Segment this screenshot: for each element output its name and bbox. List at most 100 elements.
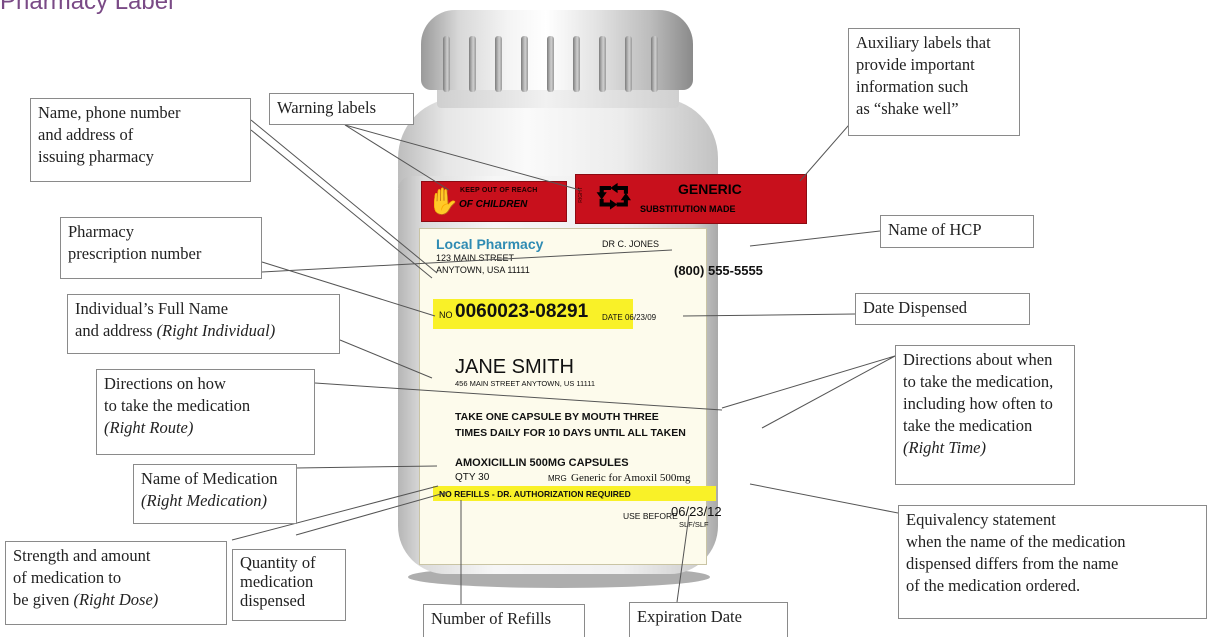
- callout-text: issuing pharmacy: [38, 147, 154, 166]
- callout-directions-how: Directions on how to take the medication…: [96, 369, 315, 455]
- callout-hcp: Name of HCP: [880, 215, 1034, 248]
- generic-line1: GENERIC: [678, 181, 742, 197]
- rx-number: 0060023-08291: [455, 301, 589, 322]
- leader-directions-when: [761, 355, 896, 429]
- use-before-label: USE BEFORE: [623, 511, 678, 521]
- rx-no-prefix: NO: [439, 310, 453, 320]
- mfg-label: MRG: [548, 474, 567, 483]
- bottle-shoulder: [398, 98, 718, 188]
- refills-highlight: [433, 486, 716, 501]
- callout-text: Directions on how: [104, 374, 226, 393]
- pharmacy-street: 123 MAIN STREET: [436, 253, 515, 263]
- callout-italic: (Right Time): [903, 438, 986, 457]
- quantity: QTY 30: [455, 472, 490, 483]
- callout-medication-name: Name of Medication (Right Medication): [133, 464, 297, 524]
- callout-text: medication: [240, 572, 314, 591]
- leader-hcp: [749, 230, 881, 247]
- callout-date-dispensed: Date Dispensed: [855, 293, 1030, 325]
- cap-rib: [521, 36, 528, 92]
- rx-number-highlight: [433, 299, 633, 329]
- callout-text: to take the medication: [104, 396, 251, 415]
- callout-strength: Strength and amount of medication to be …: [5, 541, 227, 625]
- cap-rib: [547, 36, 554, 92]
- leader-rx-phone: [261, 249, 673, 273]
- callout-text: Quantity of: [240, 553, 316, 572]
- callout-auxiliary: Auxiliary labels that provide important …: [848, 28, 1020, 136]
- callout-text: prescription number: [68, 244, 202, 263]
- page-title: Pharmacy Label: [0, 0, 174, 15]
- directions-line2: TIMES DAILY FOR 10 DAYS UNTIL ALL TAKEN: [455, 427, 686, 439]
- hand-icon: ✋: [427, 186, 460, 216]
- callout-text: Strength and amount: [13, 546, 151, 565]
- callout-text: Name, phone number: [38, 103, 181, 122]
- callout-italic: (Right Dose): [73, 590, 159, 609]
- leader-expiration: [676, 514, 690, 603]
- warning-line1: KEEP OUT OF REACH: [460, 187, 538, 194]
- leader-equivalency: [749, 483, 899, 514]
- cap-rib: [651, 36, 658, 92]
- callout-expiration: Expiration Date: [629, 602, 788, 637]
- pharmacy-name: Local Pharmacy: [436, 236, 544, 252]
- callout-text: Directions about when: [903, 350, 1053, 369]
- callout-text: and address of: [38, 125, 134, 144]
- generic-sticker: RIGHT ⮔ GENERIC SUBSTITUTION MADE: [575, 174, 807, 224]
- doctor-name: DR C. JONES: [602, 239, 660, 249]
- patient-address: 456 MAIN STREET ANYTOWN, US 11111: [455, 379, 596, 388]
- callout-text: and address: [75, 321, 157, 340]
- callout-text: Warning labels: [277, 98, 377, 117]
- callout-text: provide important: [856, 55, 975, 74]
- use-before-date: 06/23/12: [671, 504, 722, 519]
- callout-text: be given (Right Dose): [13, 589, 219, 611]
- callout-text: information such: [856, 77, 969, 96]
- callout-italic: (Right Route): [104, 418, 194, 437]
- callout-text: Expiration Date: [637, 607, 742, 626]
- callout-text: Name of HCP: [888, 220, 982, 239]
- leader-pharmacy: [250, 129, 433, 279]
- callout-text: including how often to: [903, 394, 1053, 413]
- swap-arrows-icon: ⮔: [596, 181, 632, 214]
- callout-directions-when: Directions about when to take the medica…: [895, 345, 1075, 485]
- generic-line2: SUBSTITUTION MADE: [640, 204, 736, 214]
- pharmacy-phone: (800) 555-5555: [674, 263, 763, 278]
- callout-text: Equivalency statement: [906, 510, 1056, 529]
- warning-line2: OF CHILDREN: [459, 199, 528, 210]
- cap-rib: [599, 36, 606, 92]
- leader-directions-when: [721, 355, 896, 409]
- initials: SLF/SLF: [679, 520, 709, 529]
- callout-text: Date Dispensed: [863, 298, 968, 317]
- callout-individual: Individual’s Full Name and address (Righ…: [67, 294, 340, 354]
- callout-refills: Number of Refills: [423, 604, 585, 637]
- pharmacy-city: ANYTOWN, USA 11111: [436, 265, 530, 275]
- callout-text: Pharmacy: [68, 222, 134, 241]
- leader-warning: [344, 124, 450, 191]
- callout-text: dispensed: [240, 591, 306, 610]
- callout-text: Number of Refills: [431, 609, 552, 628]
- callout-text: Individual’s Full Name: [75, 299, 229, 318]
- callout-text: to take the medication,: [903, 372, 1054, 391]
- cap-rib: [573, 36, 580, 92]
- leader-warning: [344, 124, 581, 191]
- callout-text: dispensed differs from the name: [906, 554, 1119, 573]
- medication-name: AMOXICILLIN 500MG CAPSULES: [455, 457, 629, 469]
- bottle-cap: [421, 10, 693, 92]
- leader-quantity: [295, 491, 449, 536]
- callout-text: when the name of the medication: [906, 532, 1126, 551]
- leader-date: [682, 313, 856, 317]
- callout-text: as “shake well”: [856, 99, 959, 118]
- callout-italic: (Right Individual): [156, 321, 276, 340]
- callout-text: take the medication: [903, 416, 1033, 435]
- leader-pharmacy: [250, 119, 438, 274]
- prescription-label: Local Pharmacy 123 MAIN STREET ANYTOWN, …: [419, 228, 763, 565]
- cap-rib: [625, 36, 632, 92]
- callout-text: be given: [13, 590, 74, 609]
- mfg-text: Generic for Amoxil 500mg: [571, 472, 691, 484]
- dispense-date: DATE 06/23/09: [602, 313, 657, 322]
- callout-text: Auxiliary labels that: [856, 33, 991, 52]
- callout-warning: Warning labels: [269, 93, 414, 125]
- cap-rib: [469, 36, 476, 92]
- leader-directions-how: [314, 382, 723, 411]
- leader-medication: [295, 465, 438, 469]
- callout-text: and address (Right Individual): [75, 320, 332, 342]
- patient-name: JANE SMITH: [455, 356, 574, 378]
